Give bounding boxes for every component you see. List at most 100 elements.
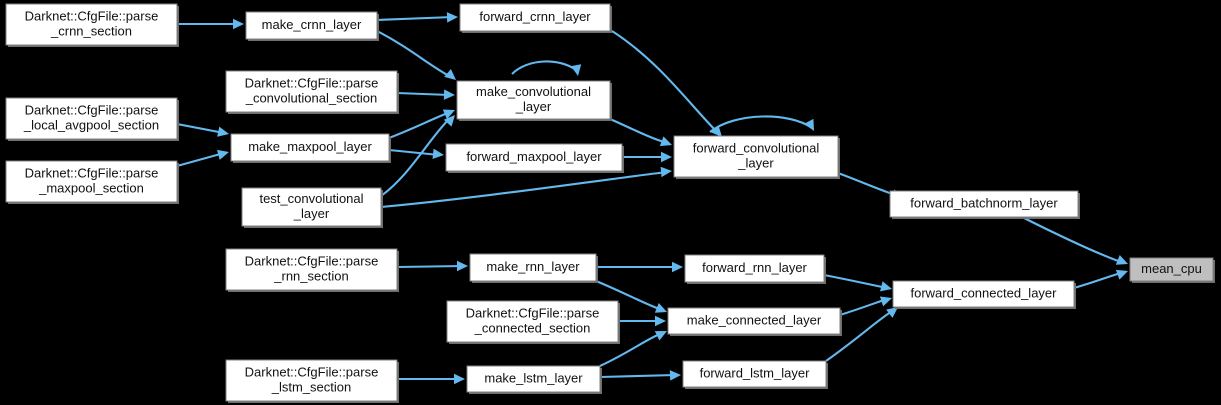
edge-path xyxy=(1021,216,1125,264)
node-forward_lstm_layer[interactable]: forward_lstm_layer xyxy=(682,360,828,389)
edge-path xyxy=(611,30,719,134)
node-forward_maxpool_layer[interactable]: forward_maxpool_layer xyxy=(445,143,624,173)
node-box[interactable] xyxy=(1129,257,1214,282)
node-box[interactable] xyxy=(5,97,178,140)
node-box[interactable] xyxy=(469,253,597,282)
arrowhead-forward_connected_layer xyxy=(879,296,892,307)
node-box[interactable] xyxy=(230,133,390,162)
edge-path xyxy=(396,264,464,269)
node-box[interactable] xyxy=(682,360,827,388)
node-box[interactable] xyxy=(225,248,398,291)
arrowhead-make_maxpool_layer xyxy=(217,126,229,137)
node-box[interactable] xyxy=(684,254,825,283)
node-box[interactable] xyxy=(889,190,1079,218)
arrowhead-forward_connected_layer xyxy=(880,281,892,292)
node-forward_crnn_layer[interactable]: forward_crnn_layer xyxy=(459,3,612,33)
node-box[interactable] xyxy=(5,160,178,203)
edge-path xyxy=(388,111,451,139)
node-box[interactable] xyxy=(245,11,378,40)
node-box[interactable] xyxy=(667,307,841,335)
node-parse_maxpool_section[interactable]: Darknet::CfgFile::parse_maxpool_section xyxy=(5,160,179,204)
node-mean_cpu[interactable]: mean_cpu xyxy=(1129,257,1215,283)
node-parse_rnn_section[interactable]: Darknet::CfgFile::parse_rnn_section xyxy=(225,248,399,292)
arrowhead-forward_convolutional_layer xyxy=(804,118,814,131)
edge-parse_convolutional_section-to-make_convolutional_layer xyxy=(396,91,451,97)
edge-parse_local_avgpool_section-to-make_maxpool_layer xyxy=(176,122,225,135)
node-make_lstm_layer[interactable]: make_lstm_layer xyxy=(466,365,602,394)
node-parse_crnn_section[interactable]: Darknet::CfgFile::parse_crnn_section xyxy=(5,3,179,47)
node-parse_lstm_section[interactable]: Darknet::CfgFile::parse_lstm_section xyxy=(225,359,399,403)
edge-forward_batchnorm_layer-to-mean_cpu xyxy=(1021,216,1125,264)
edge-test_convolutional_layer-to-forward_convolutional_layer xyxy=(380,170,668,209)
edge-path xyxy=(380,170,668,209)
node-test_convolutional_layer[interactable]: test_convolutional_layer xyxy=(241,187,383,228)
node-box[interactable] xyxy=(466,365,601,393)
arrowhead-make_convolutional_layer xyxy=(444,68,456,80)
arrowhead-make_rnn_layer xyxy=(457,260,468,272)
arrowhead-make_connected_layer xyxy=(655,315,666,327)
edge-selfloop-path xyxy=(511,60,577,75)
node-make_rnn_layer[interactable]: make_rnn_layer xyxy=(469,253,598,283)
edge-make_maxpool_layer-to-make_convolutional_layer xyxy=(388,111,451,139)
edge-path xyxy=(176,122,225,135)
arrowhead-make_convolutional_layer xyxy=(442,109,455,120)
edge-parse_maxpool_section-to-make_maxpool_layer xyxy=(176,151,225,168)
node-make_convolutional_layer[interactable]: make_convolutional_layer xyxy=(456,80,612,121)
edge-make_maxpool_layer-to-forward_maxpool_layer xyxy=(388,148,440,157)
node-parse_local_avgpool_section[interactable]: Darknet::CfgFile::parse_local_avgpool_se… xyxy=(5,97,179,141)
edge-forward_convolutional_layer-to-forward_convolutional_layer xyxy=(709,115,813,133)
arrowhead-forward_lstm_layer xyxy=(669,370,681,381)
edge-make_crnn_layer-to-make_convolutional_layer xyxy=(376,30,452,78)
edge-make_lstm_layer-to-forward_lstm_layer xyxy=(599,373,677,379)
edge-path xyxy=(376,30,452,78)
node-make_crnn_layer[interactable]: make_crnn_layer xyxy=(245,11,379,41)
node-box[interactable] xyxy=(5,3,178,46)
arrowhead-make_convolutional_layer xyxy=(443,89,455,100)
node-box[interactable] xyxy=(225,70,398,113)
edge-forward_crnn_layer-to-forward_convolutional_layer xyxy=(611,30,719,134)
edge-path xyxy=(599,373,677,379)
edge-path xyxy=(396,91,451,97)
node-box[interactable] xyxy=(445,143,623,172)
node-box[interactable] xyxy=(459,3,611,32)
node-box[interactable] xyxy=(892,280,1075,308)
edge-path xyxy=(380,117,451,197)
arrowhead-make_lstm_layer xyxy=(454,373,465,385)
edge-path xyxy=(376,15,454,22)
arrowhead-forward_rnn_layer xyxy=(672,261,683,273)
edge-make_convolutional_layer-to-make_convolutional_layer xyxy=(511,60,577,75)
edge-make_crnn_layer-to-forward_crnn_layer xyxy=(376,15,454,22)
arrowhead-forward_convolutional_layer xyxy=(660,166,672,178)
node-box[interactable] xyxy=(241,187,382,227)
edge-test_convolutional_layer-to-make_convolutional_layer xyxy=(380,117,451,197)
node-parse_connected_section[interactable]: Darknet::CfgFile::parse_connected_sectio… xyxy=(446,300,620,344)
arrowhead-make_convolutional_layer xyxy=(443,115,455,127)
arrowhead-make_connected_layer xyxy=(654,331,667,341)
node-make_maxpool_layer[interactable]: make_maxpool_layer xyxy=(230,133,391,163)
node-box[interactable] xyxy=(456,80,611,120)
arrowhead-make_convolutional_layer xyxy=(570,64,582,76)
arrowhead-forward_crnn_layer xyxy=(446,12,458,23)
arrowhead-make_maxpool_layer xyxy=(217,149,229,160)
edge-path xyxy=(388,148,440,157)
edge-selfloop-path xyxy=(709,115,813,133)
arrowhead-make_crnn_layer xyxy=(233,18,244,30)
node-forward_rnn_layer[interactable]: forward_rnn_layer xyxy=(684,254,826,284)
arrowhead-mean_cpu xyxy=(1115,269,1128,280)
node-parse_convolutional_section[interactable]: Darknet::CfgFile::parse_convolutional_se… xyxy=(225,70,399,114)
arrowhead-forward_connected_layer xyxy=(886,307,898,318)
arrowhead-forward_convolutional_layer xyxy=(661,151,672,163)
node-box[interactable] xyxy=(446,300,619,343)
node-forward_batchnorm_layer[interactable]: forward_batchnorm_layer xyxy=(889,190,1080,219)
node-box[interactable] xyxy=(673,135,839,178)
node-forward_convolutional_layer[interactable]: forward_convolutional_layer xyxy=(673,135,840,179)
arrowhead-forward_convolutional_layer xyxy=(710,125,722,137)
node-forward_connected_layer[interactable]: forward_connected_layer xyxy=(892,280,1076,309)
arrowhead-forward_convolutional_layer xyxy=(659,136,672,147)
arrowhead-mean_cpu xyxy=(1115,255,1128,265)
node-make_connected_layer[interactable]: make_connected_layer xyxy=(667,307,842,336)
edge-path xyxy=(176,151,225,168)
node-box[interactable] xyxy=(225,359,398,402)
